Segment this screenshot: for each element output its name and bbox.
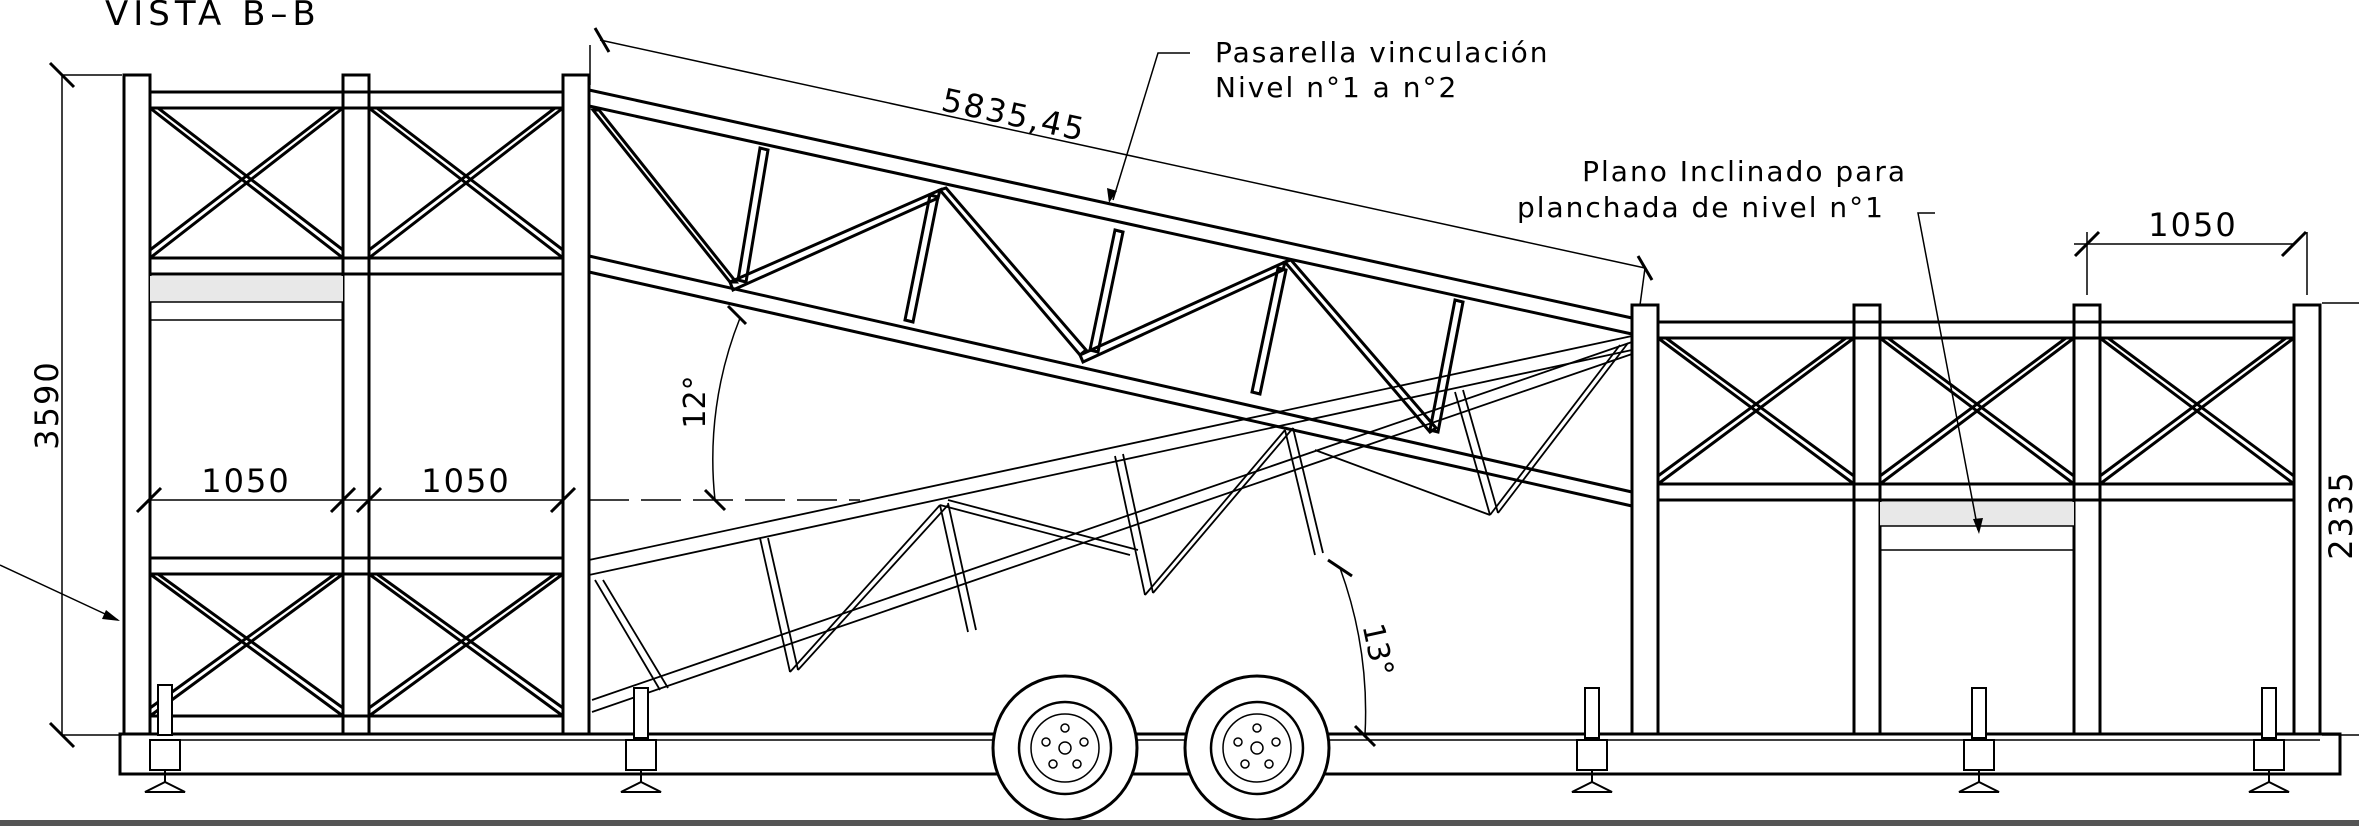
left-tower <box>122 73 591 737</box>
leveling-jacks <box>144 684 2290 793</box>
left-post-2 <box>341 73 371 737</box>
callout-ramp-line2: planchada de nivel n°1 <box>1517 191 1885 224</box>
callout-ramp-line1: Plano Inclinado para <box>1582 155 1907 188</box>
view-title: VISTA B–B <box>105 0 321 34</box>
leader-arrow-ramp <box>1973 518 1983 534</box>
leader-arrow-walkway <box>1107 188 1117 203</box>
dim-right-height: 2335 <box>2322 470 2359 559</box>
right-post-2 <box>1852 303 1882 737</box>
left-post-3 <box>561 73 591 737</box>
dim-angle-lower: 13° <box>1355 620 1400 679</box>
dim-bay-width-right: 1050 <box>2148 206 2237 244</box>
callout-walkway-line2: Nivel n°1 a n°2 <box>1215 71 1458 104</box>
dimension-lines <box>0 27 2359 749</box>
jack-2 <box>620 687 662 793</box>
jack-5 <box>2248 687 2290 793</box>
left-platform-deck <box>150 276 343 321</box>
jack-3 <box>1571 687 1613 793</box>
jack-1 <box>144 684 186 793</box>
right-post-3 <box>2072 303 2102 737</box>
right-post-4 <box>2292 303 2322 737</box>
jack-4 <box>1958 687 2000 793</box>
leader-arrow-left <box>102 610 120 621</box>
wheel-front <box>991 674 1139 822</box>
dim-walkway-length: 5835,45 <box>938 81 1089 149</box>
dim-angle-upper: 12° <box>678 375 713 428</box>
left-post-1 <box>122 73 152 737</box>
wheel-rear <box>1183 674 1331 822</box>
dim-left-height: 3590 <box>28 360 66 449</box>
dim-bay-width-1: 1050 <box>201 462 290 500</box>
dim-bay-width-2: 1050 <box>421 462 510 500</box>
callout-walkway-line1: Pasarella vinculación <box>1215 36 1550 69</box>
ramp-truss <box>588 335 1633 713</box>
right-post-1 <box>1630 303 1660 737</box>
walkway-truss <box>588 88 1633 508</box>
